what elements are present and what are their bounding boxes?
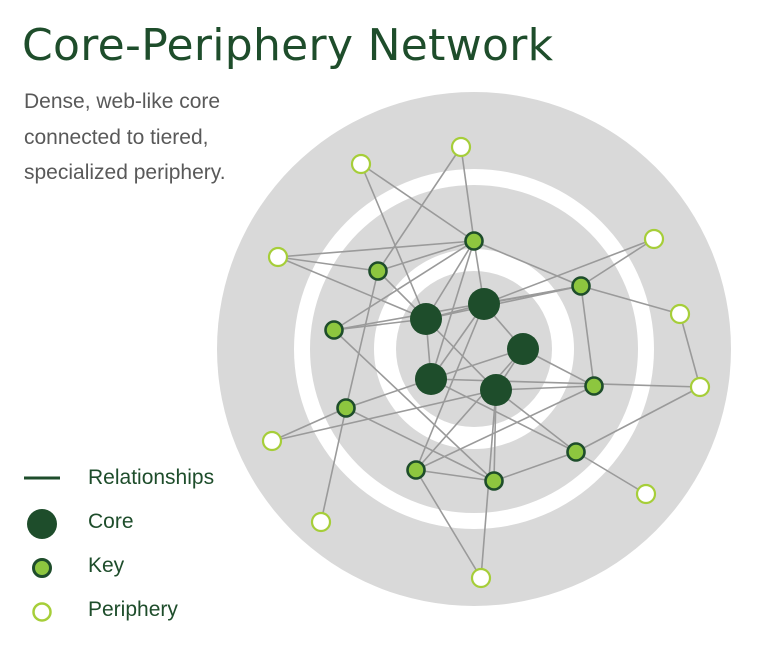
core-node-icon [27, 509, 57, 539]
periphery-node [689, 376, 711, 398]
key-node [406, 460, 426, 480]
core-node [415, 363, 447, 395]
relationship-line-icon [24, 476, 60, 480]
relationship-edge [425, 318, 497, 391]
relationship-edge [345, 407, 495, 482]
relationship-edge [473, 240, 582, 287]
subtitle-line-2: connected to tiered, [24, 125, 209, 149]
relationship-edge [333, 285, 582, 331]
relationship-edge [277, 240, 475, 258]
diagram-subtitle: Dense, web-like core connected to tiered… [24, 84, 264, 191]
relationship-edge [345, 270, 379, 409]
core-node [468, 288, 500, 320]
relationship-edge [415, 348, 524, 471]
relationship-edge [430, 378, 577, 453]
periphery-node [310, 511, 332, 533]
relationship-edge [320, 407, 347, 523]
relationship-edges [271, 146, 701, 579]
relationship-edge [575, 451, 647, 495]
relationship-edge [277, 256, 379, 272]
periphery-node [450, 136, 472, 158]
relationship-edge [415, 303, 485, 471]
relationship-edge [271, 389, 497, 442]
key-node [324, 320, 344, 340]
periphery-node [267, 246, 289, 268]
periphery-node [470, 567, 492, 589]
relationship-edge [483, 238, 655, 305]
relationship-edge [271, 407, 347, 442]
relationship-edge [580, 285, 595, 387]
key-node [584, 376, 604, 396]
key-node [336, 398, 356, 418]
key-node [566, 442, 586, 462]
relationship-edge [360, 163, 427, 320]
relationship-edge [333, 240, 475, 331]
relationship-edge [430, 378, 701, 388]
network-nodes [261, 136, 711, 589]
key-node [464, 231, 484, 251]
relationship-edge [430, 348, 524, 380]
periphery-node [350, 153, 372, 175]
background-rings [217, 92, 731, 606]
relationship-edge [377, 146, 462, 272]
diagram-title: Core-Periphery Network [22, 20, 554, 71]
periphery-node [669, 303, 691, 325]
relationship-edge [495, 389, 577, 453]
legend-label-core: Core [88, 510, 134, 533]
key-node [484, 471, 504, 491]
periphery-node [261, 430, 283, 452]
subtitle-line-3: specialized periphery. [24, 161, 226, 184]
relationship-edge [575, 386, 701, 453]
core-node [410, 303, 442, 335]
legend-label-key: Key [88, 554, 125, 577]
core-node [480, 374, 512, 406]
core-node [507, 333, 539, 365]
periphery-node-icon [32, 602, 52, 622]
relationship-edge [580, 238, 655, 287]
relationship-edge [430, 240, 475, 380]
periphery-node [635, 483, 657, 505]
relationship-edge [495, 385, 595, 391]
key-node [368, 261, 388, 281]
key-node [571, 276, 591, 296]
relationship-edge [360, 163, 475, 242]
relationship-edge [580, 285, 681, 315]
subtitle-line-1: Dense, web-like core [24, 90, 221, 113]
relationship-edge [333, 329, 495, 482]
periphery-node [643, 228, 665, 250]
relationship-edge [679, 313, 701, 388]
relationship-edge [277, 256, 427, 320]
relationship-edge [460, 146, 475, 242]
relationship-edge [377, 240, 475, 272]
relationship-edge [415, 385, 595, 471]
relationship-edge [415, 469, 495, 482]
legend-label-relationships: Relationships [88, 466, 215, 489]
legend-label-periphery: Periphery [88, 598, 178, 621]
relationship-edge [415, 469, 482, 579]
relationship-edge [493, 451, 577, 482]
key-node-icon [32, 558, 52, 578]
